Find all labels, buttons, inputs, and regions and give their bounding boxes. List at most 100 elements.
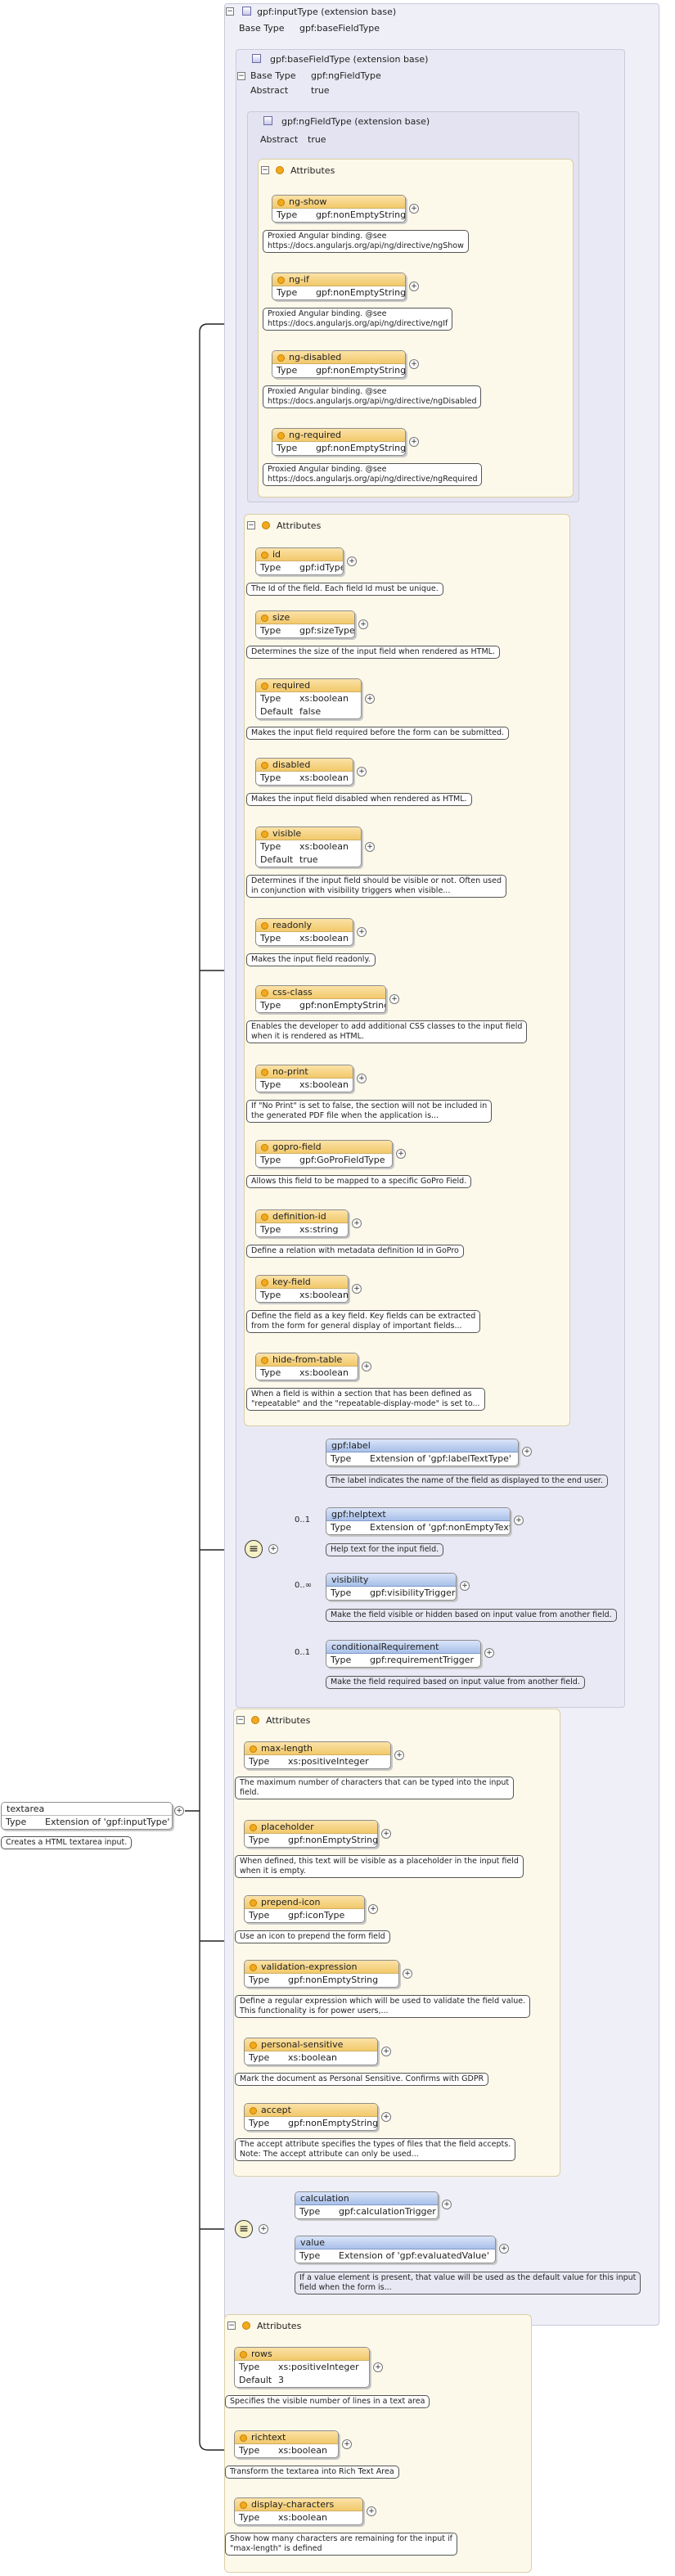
expand-icon[interactable]: + [347,556,357,566]
collapse-icon[interactable]: − [261,166,269,174]
expand-icon[interactable]: + [394,1750,404,1760]
expand-icon[interactable]: + [259,2224,268,2234]
type-value: gpf:calculationTrigger [339,2206,436,2217]
type-value: gpf:nonEmptyString [316,365,406,376]
abstract-key: Abstract [260,134,299,145]
expand-icon[interactable]: + [409,359,419,369]
doc-line: The Id of the field. Each field Id must … [251,584,439,593]
expand-icon[interactable]: + [352,1284,362,1294]
element-name: value [295,2236,495,2249]
type-value: xs:boolean [299,1290,349,1300]
expand-icon[interactable]: + [357,767,367,777]
collapse-icon[interactable]: − [227,2322,236,2330]
type-value: xs:boolean [278,2445,327,2456]
expand-icon[interactable]: + [409,281,419,291]
expand-icon[interactable]: + [362,1362,371,1371]
cardinality: 0..1 [295,1648,311,1657]
attribute-bullet-icon [261,1144,268,1151]
sequence-compositor-icon[interactable]: ≡ [235,2220,253,2238]
attribute-name: rows [235,2348,369,2361]
expand-icon[interactable]: + [396,1149,406,1159]
expand-icon[interactable]: + [522,1447,532,1457]
expand-icon[interactable]: + [367,2506,376,2516]
expand-icon[interactable]: + [268,1544,278,1554]
doc-line: If a value element is present, that valu… [299,2273,637,2282]
type-key: Type [249,1975,270,1985]
doc-line: field. [240,1788,259,1797]
expand-icon[interactable]: + [381,1829,391,1839]
expand-icon[interactable]: + [442,2200,452,2209]
expand-icon[interactable]: + [342,2439,352,2449]
expand-icon[interactable]: + [499,2244,509,2254]
doc-line: Proxied Angular binding. @see [268,465,387,474]
collapse-icon[interactable]: − [247,521,255,529]
expand-icon[interactable]: + [409,437,419,447]
type-value: xs:boolean [278,2512,327,2523]
expand-icon[interactable]: + [381,2047,391,2056]
type-value: gpf:nonEmptyString [316,443,406,453]
expand-icon[interactable]: + [368,1904,378,1914]
doc-line: The maximum number of characters that ca… [240,1778,510,1787]
type-key: Type [260,1290,281,1300]
sequence-compositor-icon[interactable]: ≡ [245,1540,263,1558]
complex-type-icon [263,116,272,125]
expand-icon[interactable]: + [358,619,368,629]
expand-icon[interactable]: + [409,204,419,214]
collapse-icon[interactable]: − [226,7,234,16]
attribute-name: definition-id [256,1210,348,1223]
expand-icon[interactable]: + [357,927,367,937]
expand-icon[interactable]: + [514,1515,524,1525]
expand-icon[interactable]: + [403,1969,412,1979]
attribute-name: css-class [256,986,385,999]
expand-icon[interactable]: + [460,1581,470,1591]
expand-icon[interactable]: + [365,694,375,704]
expand-icon[interactable]: + [484,1648,494,1658]
expand-icon[interactable]: + [365,842,375,852]
expand-icon[interactable]: + [373,2362,383,2372]
collapse-icon[interactable]: − [236,1716,245,1724]
expand-icon[interactable]: + [389,994,399,1004]
expand-icon[interactable]: + [174,1806,184,1816]
type-value: gpf:nonEmptyString [316,209,406,220]
collapse-icon[interactable]: − [237,72,245,80]
expand-icon[interactable]: + [381,2112,391,2122]
type-value: xs:string [299,1224,339,1235]
expand-icon[interactable]: + [352,1218,362,1228]
expand-icon[interactable]: + [357,1074,367,1083]
